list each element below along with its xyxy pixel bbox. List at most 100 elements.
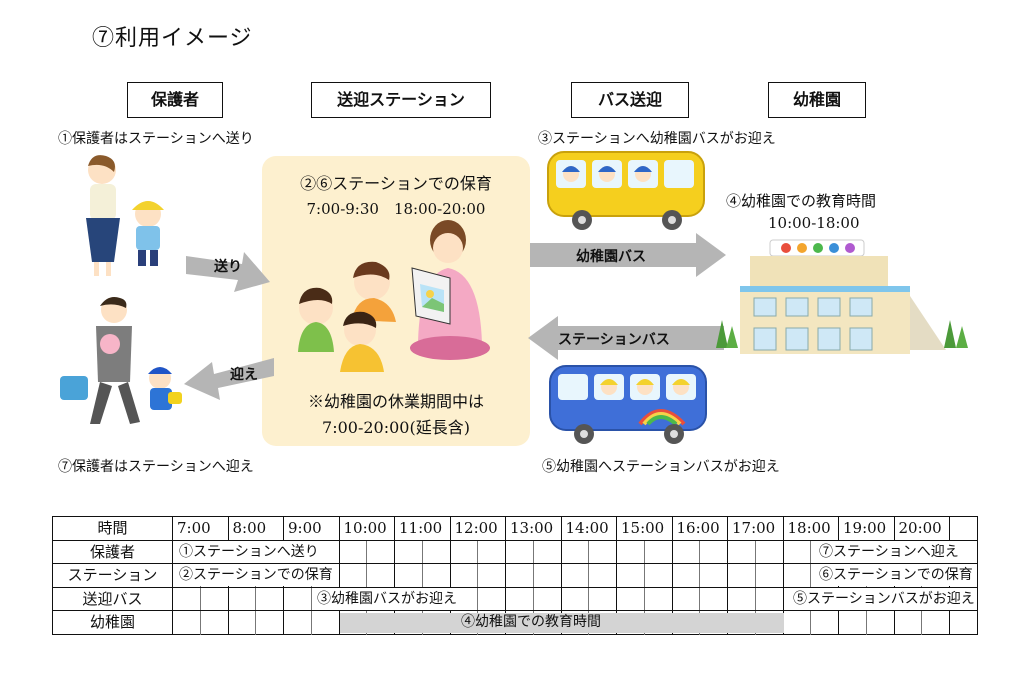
timetable-guardian-end: ⑦ステーションへ迎え — [817, 540, 961, 563]
station-title: ②⑥ステーションでの保育 — [300, 174, 492, 193]
timetable-half-hour-cell — [867, 611, 895, 635]
station-note-hours: 7:00-20:00(延長含) — [322, 418, 470, 437]
timetable-half-hour-cell — [423, 564, 451, 587]
column-header-station: 送迎ステーション — [311, 82, 491, 118]
timetable-half-hour-cell — [395, 564, 423, 587]
timetable-half-hour-cell — [617, 540, 645, 563]
timetable-half-hour-cell — [645, 540, 673, 563]
timetable-half-hour-cell — [784, 611, 812, 635]
timetable-half-hour-cell — [423, 540, 451, 563]
timetable-half-hour-cell — [895, 611, 923, 635]
timetable-half-hour-cell — [340, 564, 368, 587]
timetable-half-hour-cell — [562, 564, 590, 587]
timetable-row-guardian: 保護者 ①ステーションへ送り ⑦ステーションへ迎え — [53, 540, 977, 564]
timetable-half-hour-cell — [700, 564, 728, 587]
dropoff-arrow — [186, 252, 270, 292]
timetable-half-hour-cell — [506, 564, 534, 587]
timetable-row-label: 送迎バス — [53, 587, 173, 610]
timetable-hour-label: 16:00 — [673, 517, 728, 540]
timetable-half-hour-cell — [312, 540, 340, 563]
timetable-half-hour-cell — [478, 540, 506, 563]
caption-step4: ④幼稚園での教育時間 — [726, 192, 877, 210]
timetable-half-hour-cell — [922, 611, 950, 635]
timetable-half-hour-cell — [673, 564, 701, 587]
timetable-half-hour-cell — [367, 564, 395, 587]
timetable-hour-label: 7:00 — [173, 517, 229, 540]
dropoff-arrow-label: 送り — [214, 259, 242, 275]
timetable-row-station: ステーション ②ステーションでの保育 ⑥ステーションでの保育 — [53, 564, 977, 588]
timetable-half-hour-cell — [645, 564, 673, 587]
station-note: ※幼稚園の休業期間中は — [307, 392, 484, 411]
timetable-half-hour-cell — [756, 540, 784, 563]
timetable-row-label: 保護者 — [53, 540, 173, 563]
timetable-half-hour-cell — [700, 540, 728, 563]
timetable-row-bus: 送迎バス ③幼稚園バスがお迎え ⑤ステーションバスがお迎え — [53, 587, 977, 611]
timetable-half-hour-cell — [451, 564, 479, 587]
station-bus-illustration — [549, 365, 707, 444]
timetable-half-hour-cell — [589, 540, 617, 563]
timetable-half-hour-cell — [395, 540, 423, 563]
timetable-half-hour-cell — [700, 587, 728, 610]
timetable-half-hour-cell — [256, 587, 284, 610]
timetable-half-hour-cell — [229, 611, 257, 635]
pickup-arrow — [184, 358, 274, 400]
timetable-hour-label: 11:00 — [395, 517, 451, 540]
timetable-hour-label: 12:00 — [451, 517, 506, 540]
caption-step7: ⑦保護者はステーションへ迎え — [58, 459, 254, 475]
timetable-half-hour-cell — [562, 540, 590, 563]
timetable-half-hour-cell — [811, 611, 839, 635]
station-bus-arrow-label: ステーションバス — [558, 332, 670, 348]
guardian-dropoff-illustration — [86, 155, 164, 276]
station-hours: 7:00-9:30 18:00-20:00 — [306, 200, 486, 218]
timetable-hour-label: 8:00 — [229, 517, 284, 540]
timetable-half-hour-cell — [451, 587, 479, 610]
timetable-half-hour-cell — [284, 611, 312, 635]
timetable-half-hour-cell — [728, 540, 756, 563]
timetable-row-label: ステーション — [53, 564, 173, 587]
timetable-half-hour-cell — [839, 611, 867, 635]
timetable-half-hour-cell — [617, 564, 645, 587]
timetable-hour-label: 10:00 — [340, 517, 395, 540]
caption-step3: ③ステーションへ幼稚園バスがお迎え — [538, 131, 776, 147]
timetable-hour-label: 14:00 — [562, 517, 617, 540]
timetable-half-hour-cell — [589, 564, 617, 587]
timetable-hour-label: 9:00 — [284, 517, 340, 540]
timetable-station-end: ⑥ステーションでの保育 — [817, 564, 975, 586]
timetable-half-hour-cell — [728, 587, 756, 610]
caption-step5: ⑤幼稚園へステーションバスがお迎え — [542, 459, 780, 475]
timetable-half-hour-cell — [784, 540, 812, 563]
timetable-half-hour-cell — [201, 611, 229, 635]
timetable-half-hour-cell — [478, 564, 506, 587]
timetable-kindergarten-text: ④幼稚園での教育時間 — [461, 614, 601, 630]
station-bus-arrow — [528, 316, 724, 360]
timetable-half-hour-cell — [201, 587, 229, 610]
timetable-hour-label: 20:00 — [895, 517, 950, 540]
timetable-row-kindergarten: 幼稚園 ④幼稚園での教育時間 — [53, 611, 977, 635]
timetable-hour-label: 19:00 — [839, 517, 895, 540]
guardian-pickup-illustration — [60, 297, 182, 424]
timetable-bus-end: ⑤ステーションバスがお迎え — [791, 587, 977, 610]
timetable-half-hour-cell — [589, 587, 617, 610]
timetable-kindergarten-bar — [339, 613, 784, 633]
kindergarten-bus-arrow-label: 幼稚園バス — [576, 249, 646, 265]
timetable-half-hour-cell — [478, 587, 506, 610]
timetable-guardian-start: ①ステーションへ送り — [177, 540, 321, 563]
timetable-half-hour-cell — [756, 587, 784, 610]
timetable-hour-label: 18:00 — [784, 517, 839, 540]
timetable-row-label: 幼稚園 — [53, 611, 173, 635]
timetable-half-hour-cell — [173, 611, 201, 635]
timetable-bus-start: ③幼稚園バスがお迎え — [315, 587, 459, 610]
timetable-half-hour-cell — [756, 564, 784, 587]
timetable-hour-label: 17:00 — [728, 517, 784, 540]
timetable-half-hour-cell — [284, 587, 312, 610]
kindergarten-bus-arrow — [530, 233, 726, 277]
timetable-half-hour-cell — [534, 540, 562, 563]
teacher-children-illustration — [298, 220, 490, 372]
caption-step4-time: 10:00-18:00 — [768, 214, 860, 232]
timetable-half-hour-cell — [506, 587, 534, 610]
kindergarten-bus-illustration — [547, 151, 705, 230]
timetable-half-hour-cell — [451, 540, 479, 563]
caption-step1: ①保護者はステーションへ送り — [58, 131, 254, 147]
timetable-half-hour-cell — [534, 564, 562, 587]
